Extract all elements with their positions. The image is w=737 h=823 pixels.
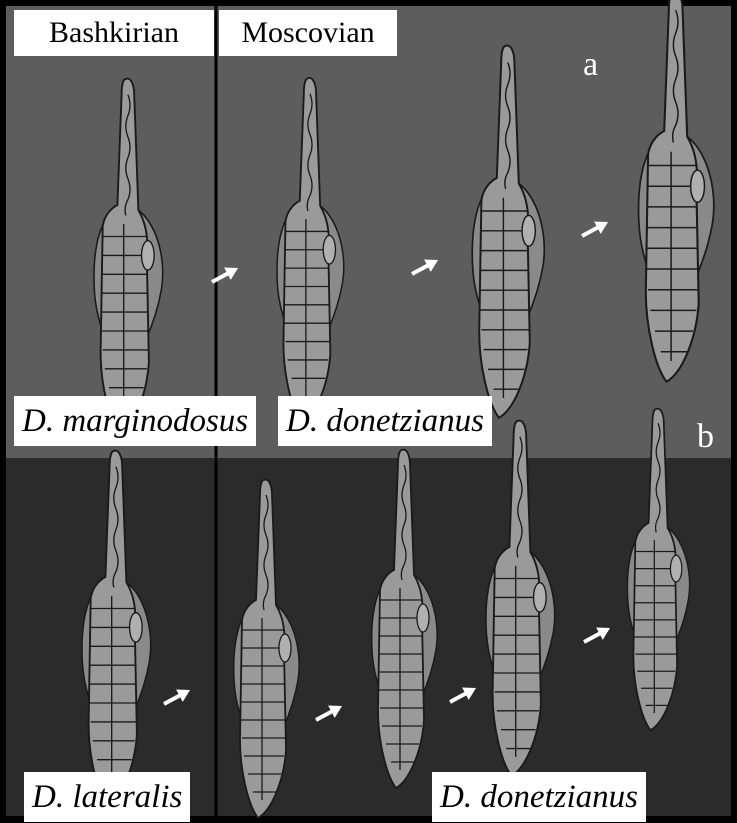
period-label-bashkirian: Bashkirian: [14, 10, 214, 56]
panel-letter-b: b: [697, 420, 714, 454]
species-label-lateralis: D. lateralis: [24, 772, 190, 822]
species-label-marginodosus: D. marginodosus: [14, 396, 256, 446]
period-label-moscovian: Moscovian: [219, 10, 397, 56]
species-label-donetzianus-a: D. donetzianus: [278, 396, 492, 446]
species-label-donetzianus-b: D. donetzianus: [432, 772, 646, 822]
panel-letter-a: a: [583, 48, 598, 82]
